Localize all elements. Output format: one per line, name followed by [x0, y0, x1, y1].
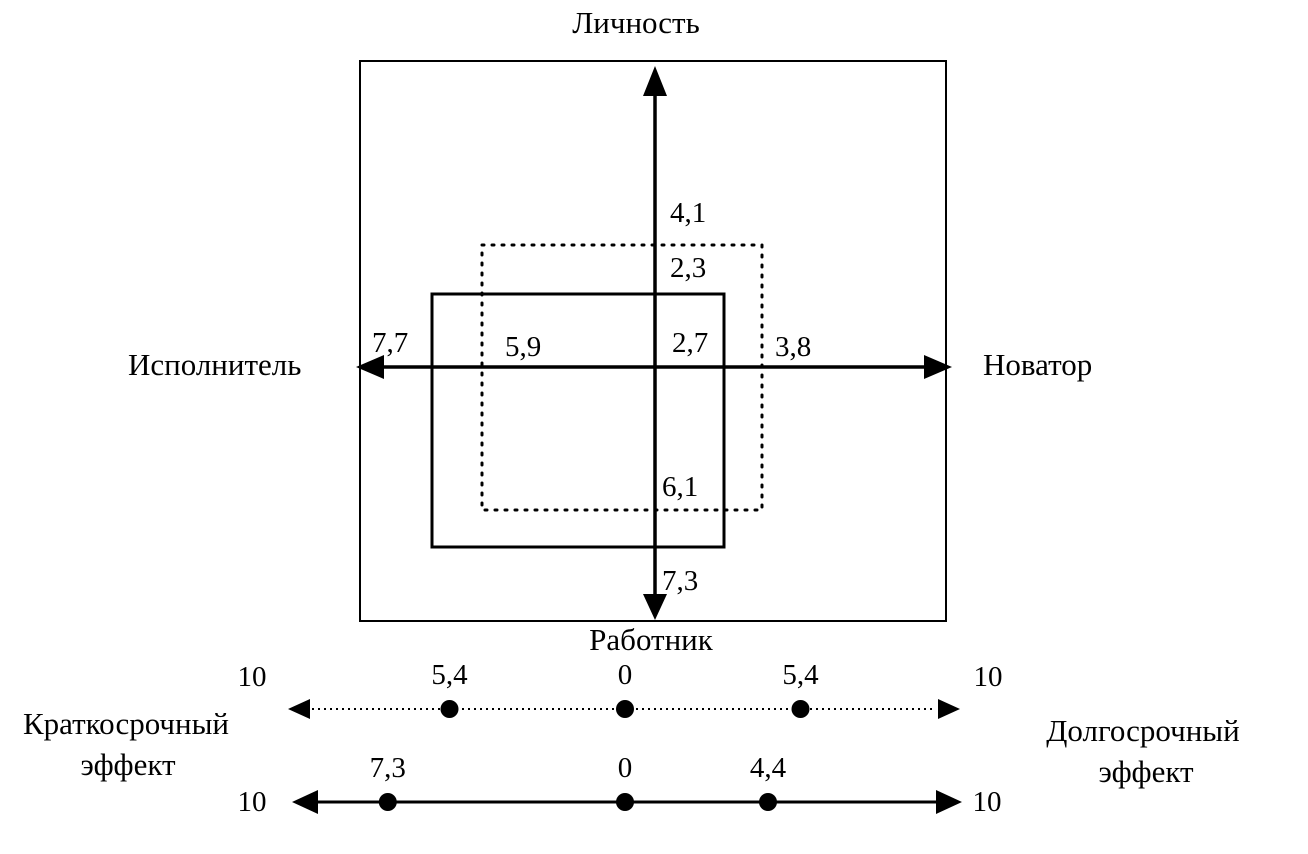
dotted-scale-point-1 [616, 700, 634, 718]
dotted-scale-point-0 [440, 700, 459, 718]
axis-left-label: Исполнитель [128, 347, 301, 382]
dotted-scale-arrow-right-icon [938, 699, 960, 719]
dotted-scale-point-label-0: 5,4 [431, 659, 468, 691]
dotted-scale-left-end: 10 [238, 661, 267, 693]
dotted-bottom-value: 6,1 [662, 471, 698, 503]
dotted-top-value: 4,1 [670, 197, 706, 229]
long-term-caption-line2: эффект [1098, 754, 1194, 789]
solid-scale-point-label-2: 4,4 [750, 752, 787, 784]
solid-scale-point-0 [378, 793, 397, 811]
solid-scale-arrow-left-icon [292, 790, 318, 814]
dotted-scale-point-label-2: 5,4 [782, 659, 819, 691]
dotted-scale-right-end: 10 [974, 661, 1003, 693]
arrow-right-icon [924, 355, 952, 379]
solid-scale-point-1 [616, 793, 634, 811]
axis-right-label: Новатор [983, 347, 1092, 382]
dotted-scale-point-label-1: 0 [618, 659, 633, 691]
solid-scale-left-end: 10 [238, 786, 267, 818]
dotted-scale-arrow-left-icon [288, 699, 310, 719]
dotted-right-value: 3,8 [775, 331, 811, 363]
arrow-left-icon [356, 355, 384, 379]
axis-top-label: Личность [572, 5, 700, 40]
short-term-caption-line2: эффект [80, 747, 176, 782]
dotted-scale-points: 5,4 0 5,4 [431, 659, 819, 718]
solid-scale-point-label-0: 7,3 [370, 752, 406, 784]
solid-right-value: 2,7 [672, 327, 708, 359]
solid-top-value: 2,3 [670, 252, 706, 284]
solid-scale-point-2 [759, 793, 777, 811]
dotted-scale-point-2 [791, 700, 810, 718]
solid-box [430, 292, 726, 549]
long-term-caption-line1: Долгосрочный [1046, 713, 1239, 748]
solid-bottom-value: 7,3 [662, 565, 698, 597]
solid-scale-arrow-right-icon [936, 790, 962, 814]
short-term-caption-line1: Краткосрочный [23, 706, 229, 741]
solid-scale-points: 7,3 0 4,4 [370, 752, 787, 811]
dotted-left-value: 7,7 [372, 327, 408, 359]
solid-scale-point-label-1: 0 [618, 752, 633, 784]
axis-bottom-label: Работник [589, 622, 714, 657]
arrow-down-icon [643, 594, 667, 620]
dotted-box [480, 243, 764, 512]
outer-frame [359, 60, 947, 622]
arrow-up-icon [643, 66, 667, 96]
solid-scale-right-end: 10 [973, 786, 1002, 818]
solid-left-value: 5,9 [505, 331, 541, 363]
